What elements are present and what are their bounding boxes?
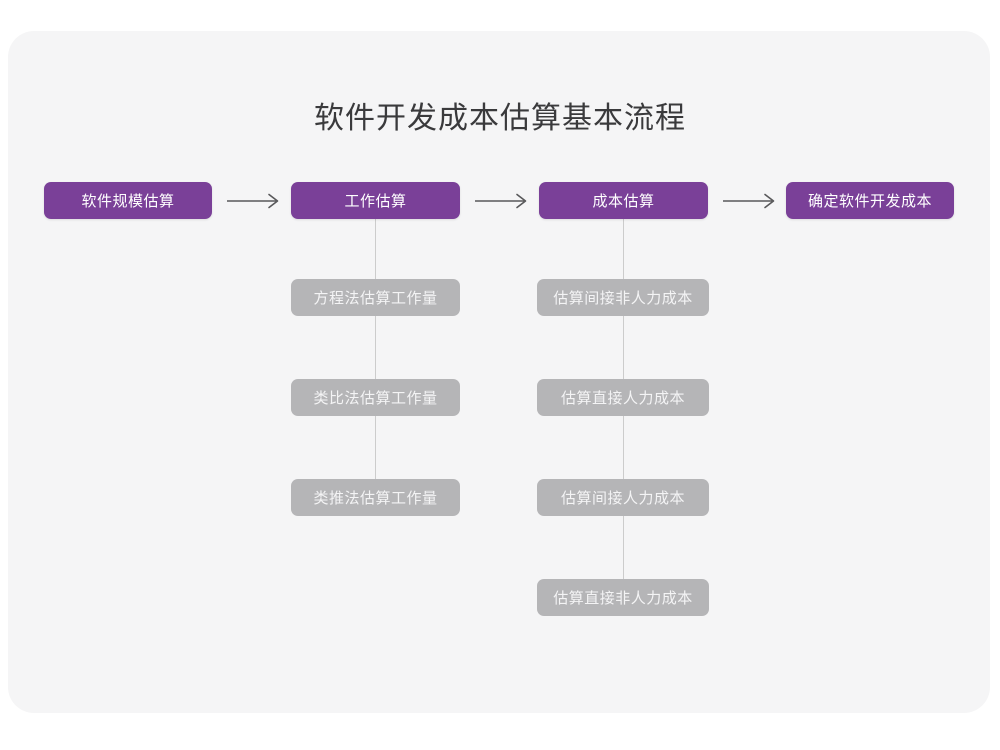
connector-stage-2-seg-1 bbox=[375, 315, 376, 379]
arrow-stage-1-to-stage-2 bbox=[222, 182, 288, 219]
connector-stage-3-seg-2 bbox=[623, 415, 624, 479]
connector-stage-3-seg-1 bbox=[623, 315, 624, 379]
page-title: 软件开发成本估算基本流程 bbox=[314, 102, 686, 135]
stage-node-determine-development-cost[interactable]: 确定软件开发成本 bbox=[786, 182, 954, 219]
substep-node-inference-method-effort[interactable]: 类推法估算工作量 bbox=[291, 479, 460, 516]
long-right-arrow-icon bbox=[723, 193, 775, 208]
substep-node-direct-nonlabor-cost[interactable]: 估算直接非人力成本 bbox=[537, 579, 709, 616]
long-right-arrow-icon bbox=[227, 193, 279, 208]
stage-node-software-size-estimation[interactable]: 软件规模估算 bbox=[44, 182, 212, 219]
substep-node-direct-labor-cost[interactable]: 估算直接人力成本 bbox=[537, 379, 709, 416]
connector-stage-2-trunk bbox=[375, 219, 376, 279]
substep-node-indirect-nonlabor-cost[interactable]: 估算间接非人力成本 bbox=[537, 279, 709, 316]
stage-node-effort-estimation[interactable]: 工作估算 bbox=[291, 182, 460, 219]
stage-node-cost-estimation[interactable]: 成本估算 bbox=[539, 182, 708, 219]
arrow-stage-2-to-stage-3 bbox=[470, 182, 536, 219]
connector-stage-3-trunk bbox=[623, 219, 624, 279]
substep-node-analogy-method-effort[interactable]: 类比法估算工作量 bbox=[291, 379, 460, 416]
substep-node-equation-method-effort[interactable]: 方程法估算工作量 bbox=[291, 279, 460, 316]
diagram-card bbox=[8, 31, 990, 713]
connector-stage-3-seg-3 bbox=[623, 515, 624, 579]
substep-node-indirect-labor-cost[interactable]: 估算间接人力成本 bbox=[537, 479, 709, 516]
connector-stage-2-seg-2 bbox=[375, 415, 376, 479]
long-right-arrow-icon bbox=[475, 193, 527, 208]
arrow-stage-3-to-stage-4 bbox=[718, 182, 784, 219]
